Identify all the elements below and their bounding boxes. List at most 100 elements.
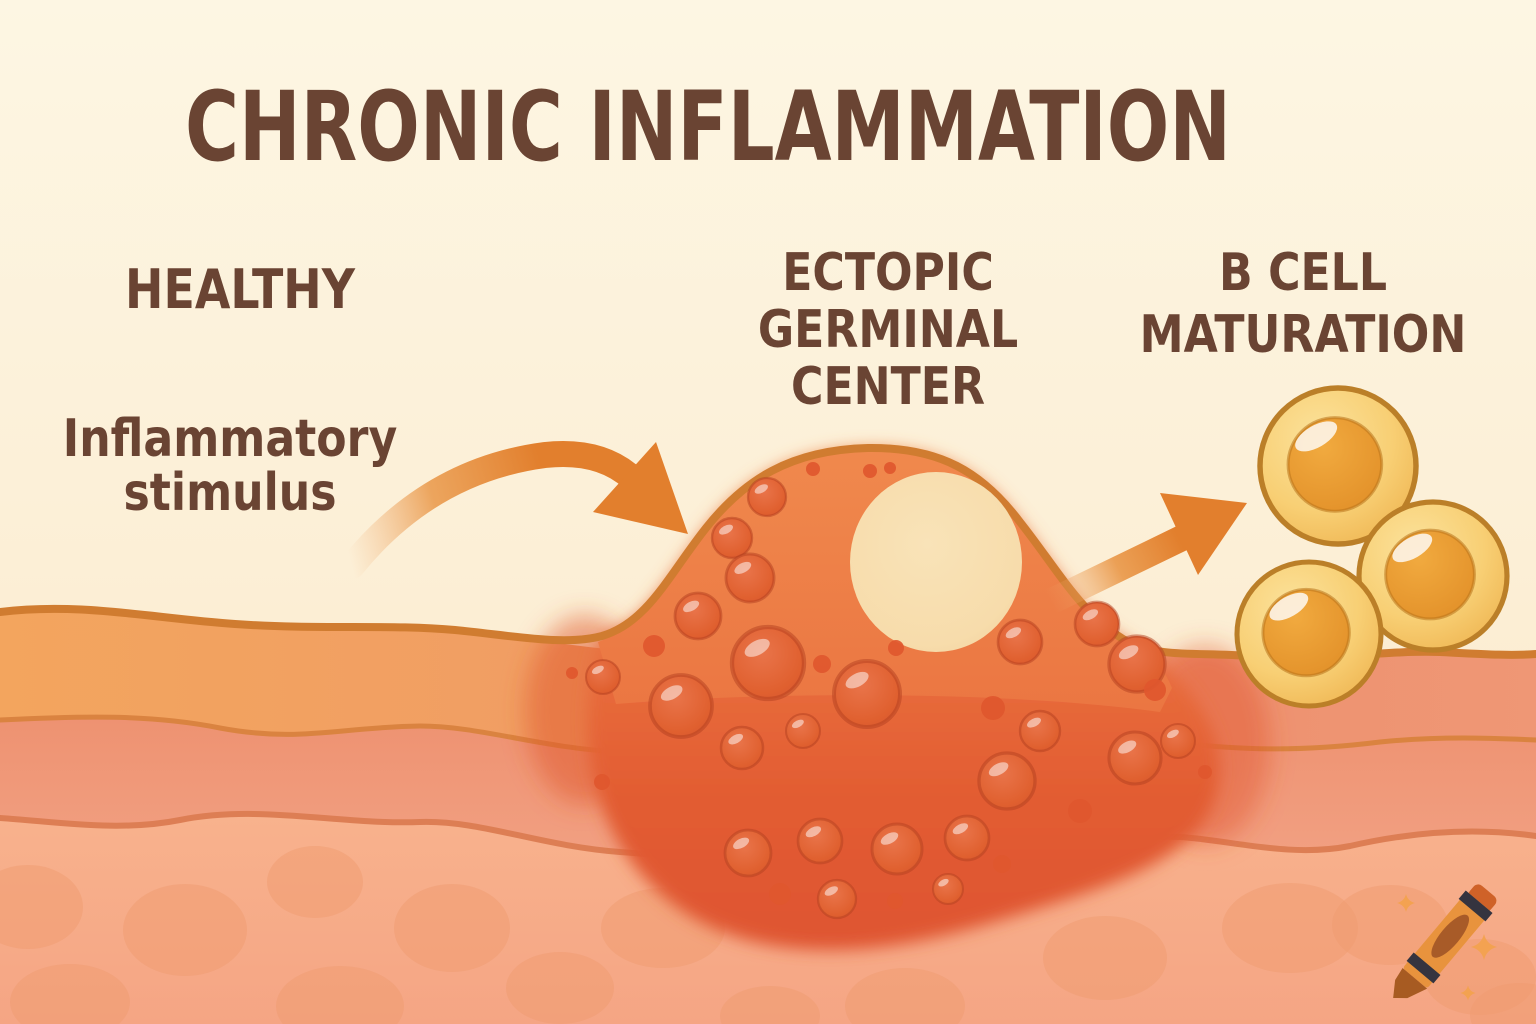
bubble-small <box>806 462 820 476</box>
crayon-stripe <box>1406 952 1441 984</box>
arrowhead-icon <box>1160 493 1247 575</box>
bubble-small <box>993 855 1011 873</box>
bubble <box>784 712 822 750</box>
bubble-small <box>863 464 877 478</box>
sparkle-icon <box>1471 934 1497 960</box>
tissue-spot <box>276 966 404 1024</box>
b-cell-highlight <box>1392 533 1433 563</box>
bubble-highlight <box>744 638 770 657</box>
bubble-small <box>1144 679 1166 701</box>
tissue-spot <box>1470 983 1536 1024</box>
crayon-label <box>1431 914 1470 958</box>
bubble-highlight <box>1118 740 1137 754</box>
bubble-highlight <box>1005 627 1022 639</box>
bubble <box>943 814 991 862</box>
page-title: CHRONIC INFLAMMATION <box>185 71 1231 183</box>
bubble-small <box>884 462 896 474</box>
bubble <box>816 878 858 920</box>
label-inflammatory-stimulus-line1: Inflammatory <box>63 409 397 469</box>
bubble-highlight <box>845 671 869 689</box>
bubble-highlight <box>754 484 768 494</box>
germinal-center-pale-zone <box>850 472 1022 652</box>
tissue-spot <box>394 884 510 972</box>
crayon-icon <box>1393 884 1497 999</box>
bubble <box>719 725 765 771</box>
b-cell <box>1234 559 1384 709</box>
tissue-spot <box>267 846 363 918</box>
arrowhead-icon <box>593 442 688 534</box>
bubble-small <box>594 774 610 790</box>
tissue-spot <box>506 952 614 1024</box>
bubble <box>870 822 924 876</box>
bubble <box>648 673 714 739</box>
b-cell-highlight <box>1269 592 1309 621</box>
tissue-spot <box>0 865 83 949</box>
tissue-spot <box>720 986 820 1024</box>
bubble-highlight <box>719 524 733 535</box>
inflammatory-cell-bubbles <box>566 462 1212 920</box>
tissue-spot <box>1332 885 1448 965</box>
bubble <box>724 552 776 604</box>
label-ectopic-germinal-center-line1: ECTOPIC <box>782 243 994 303</box>
tissue-spots <box>0 846 1536 1024</box>
bubble-highlight <box>805 826 822 838</box>
bubble <box>673 591 723 641</box>
bubble-small <box>813 655 831 673</box>
bubble-highlight <box>791 719 804 729</box>
bubble-highlight <box>591 665 604 675</box>
label-inflammatory-stimulus-line2: stimulus <box>123 463 336 523</box>
bubble-small <box>888 640 904 656</box>
bubble <box>932 873 964 905</box>
bubble-highlight <box>733 837 750 850</box>
bubble-small <box>566 667 578 679</box>
bubble <box>977 751 1037 811</box>
b-cell <box>1356 499 1510 653</box>
bubble <box>584 658 622 696</box>
bubble-highlight <box>660 685 683 701</box>
b-cells <box>1234 385 1510 709</box>
tissue-spot <box>845 968 965 1024</box>
bubble-highlight <box>988 762 1009 777</box>
bubble-highlight <box>880 832 899 845</box>
label-healthy: HEALTHY <box>125 257 356 321</box>
bubble-small <box>643 635 665 657</box>
bubble-highlight <box>734 561 752 574</box>
b-cell-highlight <box>1295 421 1338 452</box>
sparkle-icon <box>1397 894 1415 912</box>
bubble <box>996 618 1044 666</box>
tissue-spot <box>123 884 247 976</box>
label-ectopic-germinal-center-line3: CENTER <box>791 357 985 417</box>
sparkle-icons <box>1397 894 1497 1001</box>
bubble-highlight <box>952 823 969 835</box>
label-b-cell-maturation-line1: B CELL <box>1219 243 1387 303</box>
bubble-highlight <box>1118 645 1139 660</box>
label-b-cell-maturation-line2: MATURATION <box>1140 305 1467 365</box>
crayon-stripe <box>1458 890 1493 922</box>
bubble-small <box>1068 799 1092 823</box>
bubble-small <box>887 893 903 909</box>
bubble <box>796 817 844 865</box>
bubble-highlight <box>1082 609 1099 621</box>
bubble <box>1159 722 1197 760</box>
bubble <box>723 828 773 878</box>
bubble-highlight <box>683 600 700 613</box>
label-ectopic-germinal-center-line2: GERMINAL <box>758 300 1018 360</box>
bubble <box>710 516 754 560</box>
bubble <box>1107 730 1163 786</box>
tissue-spot <box>10 964 130 1024</box>
b-cell-maturation-arrow <box>1039 493 1247 614</box>
bubble-highlight <box>1166 729 1179 739</box>
bubble <box>729 624 807 702</box>
bubble-small <box>769 883 791 905</box>
tissue-spot <box>1222 883 1358 973</box>
bubble-highlight <box>938 878 949 887</box>
tissue-spot <box>1043 916 1167 1000</box>
inflammatory-stimulus-arrow <box>339 441 688 579</box>
bubble <box>746 476 788 518</box>
crayon-tip <box>1393 968 1428 999</box>
bubble <box>1073 600 1121 648</box>
bubble <box>1018 709 1062 753</box>
bubble-highlight <box>824 886 838 896</box>
